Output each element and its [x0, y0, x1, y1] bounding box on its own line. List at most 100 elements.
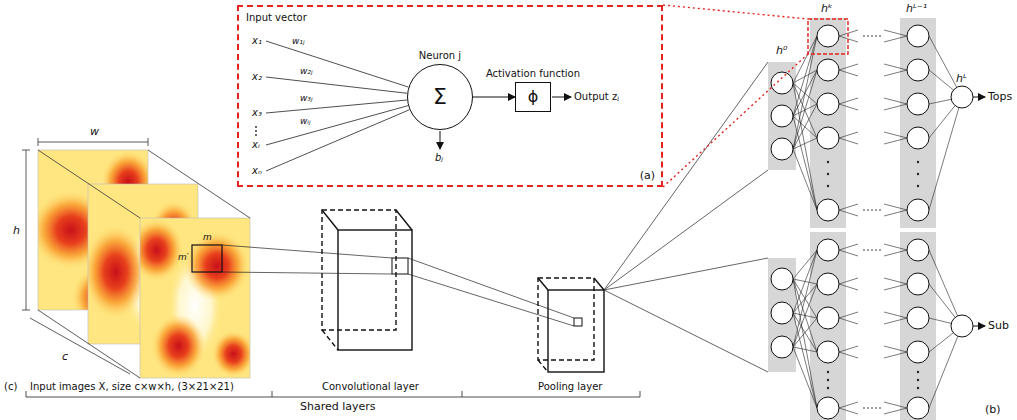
ellipsis-dot [827, 387, 829, 389]
ellipsis-dot [917, 387, 919, 389]
weight-line [793, 279, 817, 352]
weight-stub [884, 64, 907, 70]
dimension-label: m [203, 232, 212, 243]
heatmap-image [140, 218, 250, 378]
weight-symbol: w₃ⱼ [300, 93, 313, 104]
dimension-lines [22, 138, 250, 378]
dimension-lines [30, 318, 130, 374]
weight-stub [839, 250, 858, 256]
weight-stub [839, 204, 858, 210]
neuron-circle [817, 93, 839, 115]
ellipsis-dot [875, 249, 877, 251]
ellipsis-dots [255, 126, 257, 136]
bias-symbol: bⱼ [435, 152, 443, 164]
layer-name: hᴸ [956, 72, 967, 85]
input-symbol: x₁ [252, 35, 262, 47]
dimension-lines [148, 138, 149, 146]
neuron-circle [771, 72, 793, 94]
dimension-lines [148, 150, 250, 218]
weight-stub [839, 318, 858, 324]
neuron-inputs [266, 41, 409, 87]
weight-stub [884, 346, 907, 352]
output-name: Sub [988, 319, 1009, 332]
ellipsis-dot [871, 35, 873, 37]
output-name: Tops [988, 90, 1012, 103]
dimension-label: m′ [178, 252, 189, 263]
weight-line [929, 36, 957, 87]
ellipsis-dot [871, 407, 873, 409]
neuron-circle [907, 397, 929, 419]
zoom-callout [663, 5, 848, 187]
output-label: Output zⱼ [574, 91, 619, 103]
weight-stub [884, 250, 907, 256]
projection-lines [222, 272, 392, 274]
ellipsis-dot [871, 249, 873, 251]
layer-band [810, 18, 846, 228]
node-heading: Neuron j [419, 50, 461, 62]
convolution-cube [322, 330, 338, 350]
ellipsis-dot [863, 209, 865, 211]
input-symbol: xᵢ [252, 139, 260, 151]
neuron-inputs [266, 106, 408, 145]
projection-lines [222, 245, 392, 258]
output-neuron [951, 86, 973, 108]
ellipsis-dot [827, 161, 829, 163]
weight-line [793, 138, 817, 149]
convolution-cube [322, 210, 338, 230]
dimension-lines [38, 310, 140, 378]
neuron-circle [817, 307, 839, 329]
ellipsis-dot [917, 185, 919, 187]
weight-line [929, 333, 953, 352]
weight-stub [884, 352, 907, 358]
weight-stub [839, 132, 858, 138]
ellipsis-dot [917, 161, 919, 163]
ellipsis-dot [917, 371, 919, 373]
projection-lines [604, 170, 768, 290]
neuron-circle [907, 93, 929, 115]
neuron-circle [817, 25, 839, 47]
weight-line [793, 104, 817, 149]
heatmap-hot-blob [88, 224, 149, 320]
neuron-circle [907, 239, 929, 261]
projection-lines [408, 274, 574, 326]
pooling-cube [574, 318, 582, 326]
ellipsis-dot [875, 209, 877, 211]
dimension-label: w [90, 125, 99, 138]
signal-arrows [440, 97, 985, 326]
stage-caption: Input images X, size c×w×h, (3×21×21) [30, 381, 234, 393]
weight-line [793, 83, 817, 210]
connector-arrow [473, 97, 515, 98]
weight-stub [839, 210, 858, 216]
weight-symbol: w₁ⱼ [292, 36, 305, 47]
ellipsis-dots [255, 126, 257, 128]
zoom-callout [663, 5, 808, 19]
weight-line [793, 284, 817, 347]
convolution-cube [338, 230, 412, 350]
callout-box: (a)Neuron jΣActivation functionϕ [237, 5, 663, 187]
weight-line [793, 116, 817, 210]
weight-line [929, 284, 955, 317]
weight-stub [884, 244, 907, 250]
neuron-circle [817, 127, 839, 149]
layer-band [810, 232, 846, 420]
ellipsis-dot [863, 35, 865, 37]
weight-line [929, 99, 951, 104]
dimension-lines [38, 150, 140, 218]
activation-box: Activation functionϕ [515, 82, 551, 112]
layer-name: hᴸ⁻¹ [906, 2, 927, 15]
projection-lines [408, 258, 574, 318]
weight-line [929, 336, 958, 408]
weight-stub [839, 284, 858, 290]
weight-stub [884, 210, 907, 216]
layer-band [900, 18, 936, 228]
signal-arrows [440, 131, 441, 149]
weight-line [793, 36, 817, 149]
input-symbol: x₂ [252, 71, 262, 83]
signal-arrows [552, 97, 571, 98]
neuron-circle [907, 127, 929, 149]
neural-network [768, 18, 973, 420]
weight-line [793, 318, 817, 347]
panel-letter: (b) [985, 403, 1001, 416]
